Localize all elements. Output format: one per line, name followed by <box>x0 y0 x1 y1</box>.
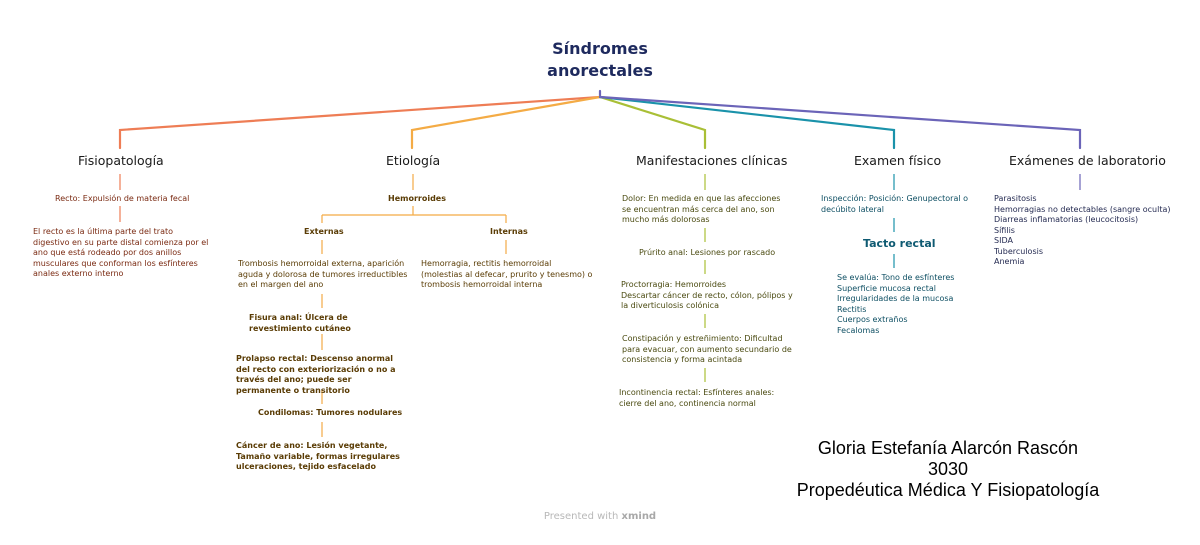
externas-item-trombosis[interactable]: Trombosis hemorroidal externa, aparición… <box>238 259 408 289</box>
lab-item: Parasitosis <box>994 194 1037 203</box>
fisio-item-descripcion[interactable]: El recto es la última parte del trato di… <box>33 227 209 278</box>
author-name: Gloria Estefanía Alarcón Rascón <box>817 438 1079 458</box>
tacto-item: Se evalúa: Tono de esfínteres <box>837 273 955 282</box>
etiologia-externas[interactable]: Externas <box>304 227 344 236</box>
lab-item: Diarreas inflamatorias (leucocitosis) <box>994 215 1139 224</box>
branch-line-manifestaciones <box>598 95 707 150</box>
author-block: Gloria Estefanía Alarcón Rascón 3030 Pro… <box>770 438 1126 501</box>
lab-item: Sífilis <box>994 225 1015 235</box>
tacto-item: Fecalomas <box>837 325 880 335</box>
branch-line-laboratorio <box>598 95 1082 150</box>
branch-line-fisiopatologia <box>118 95 602 150</box>
examen-tacto-rectal[interactable]: Tacto rectal <box>863 237 936 250</box>
footer-prefix: Presented with <box>543 511 619 522</box>
manif-item-prurito[interactable]: Prúrito anal: Lesiones por rascado <box>639 248 776 257</box>
presented-with-footer: Presented with xmind <box>500 511 700 522</box>
tacto-item: Rectitis <box>837 304 867 314</box>
internas-item-hemorragia[interactable]: Hemorragia, rectitis hemorroidal (molest… <box>421 259 593 289</box>
author-course: Propedéutica Médica Y Fisiopatología <box>796 480 1100 500</box>
author-number: 3030 <box>927 459 969 479</box>
etiologia-hemorroides[interactable]: Hemorroides <box>388 194 446 203</box>
laboratorio-list[interactable]: Parasitosis Hemorragias no detectables (… <box>994 194 1174 268</box>
externas-item-cancer[interactable]: Cáncer de ano: Lesión vegetante, Tamaño … <box>236 441 400 471</box>
externas-item-condilomas[interactable]: Condilomas: Tumores nodulares <box>258 408 403 417</box>
tacto-item: Superficie mucosa rectal <box>837 283 937 293</box>
manif-item-incontinencia[interactable]: Incontinencia rectal: Esfínteres anales:… <box>619 388 775 408</box>
branch-line-examen <box>598 95 896 150</box>
externas-item-fisura[interactable]: Fisura anal: Úlcera de revestimiento cut… <box>249 313 351 333</box>
branch-fisiopatologia[interactable]: Fisiopatología <box>78 153 164 168</box>
lab-item: Anemia <box>994 257 1025 266</box>
branch-etiologia[interactable]: Etiología <box>386 153 441 168</box>
examen-item-inspeccion[interactable]: Inspección: Posición: Genupectoral o dec… <box>821 194 969 214</box>
branch-line-etiologia <box>410 95 602 150</box>
root-topic[interactable]: Síndromes anorectales <box>540 38 660 82</box>
tacto-list[interactable]: Se evalúa: Tono de esfínteres Superficie… <box>837 273 977 336</box>
lab-item: SIDA <box>994 236 1013 245</box>
root-title-line-2: anorectales <box>547 61 653 80</box>
tacto-item: Cuerpos extraños <box>837 315 908 324</box>
lab-item: Hemorragias no detectables (sangre ocult… <box>994 204 1171 214</box>
xmind-logo: xmind <box>621 511 657 522</box>
manif-item-dolor[interactable]: Dolor: En medida en que las afecciones s… <box>622 194 781 224</box>
manif-item-constipacion[interactable]: Constipación y estreñimiento: Dificultad… <box>622 334 792 364</box>
tacto-item: Irregularidades de la mucosa <box>837 294 954 303</box>
branch-manifestaciones[interactable]: Manifestaciones clínicas <box>636 153 788 168</box>
etiologia-internas[interactable]: Internas <box>490 227 528 236</box>
fisio-item-recto[interactable]: Recto: Expulsión de materia fecal <box>55 194 190 203</box>
lab-item: Tuberculosis <box>994 246 1043 256</box>
manif-item-proctorragia[interactable]: Proctorragia: Hemorroides Descartar cánc… <box>621 280 793 310</box>
externas-item-prolapso[interactable]: Prolapso rectal: Descenso anormal del re… <box>236 354 396 395</box>
root-title-line-1: Síndromes <box>552 39 648 58</box>
branch-examen[interactable]: Examen físico <box>854 153 942 168</box>
branch-laboratorio[interactable]: Exámenes de laboratorio <box>1009 153 1166 168</box>
